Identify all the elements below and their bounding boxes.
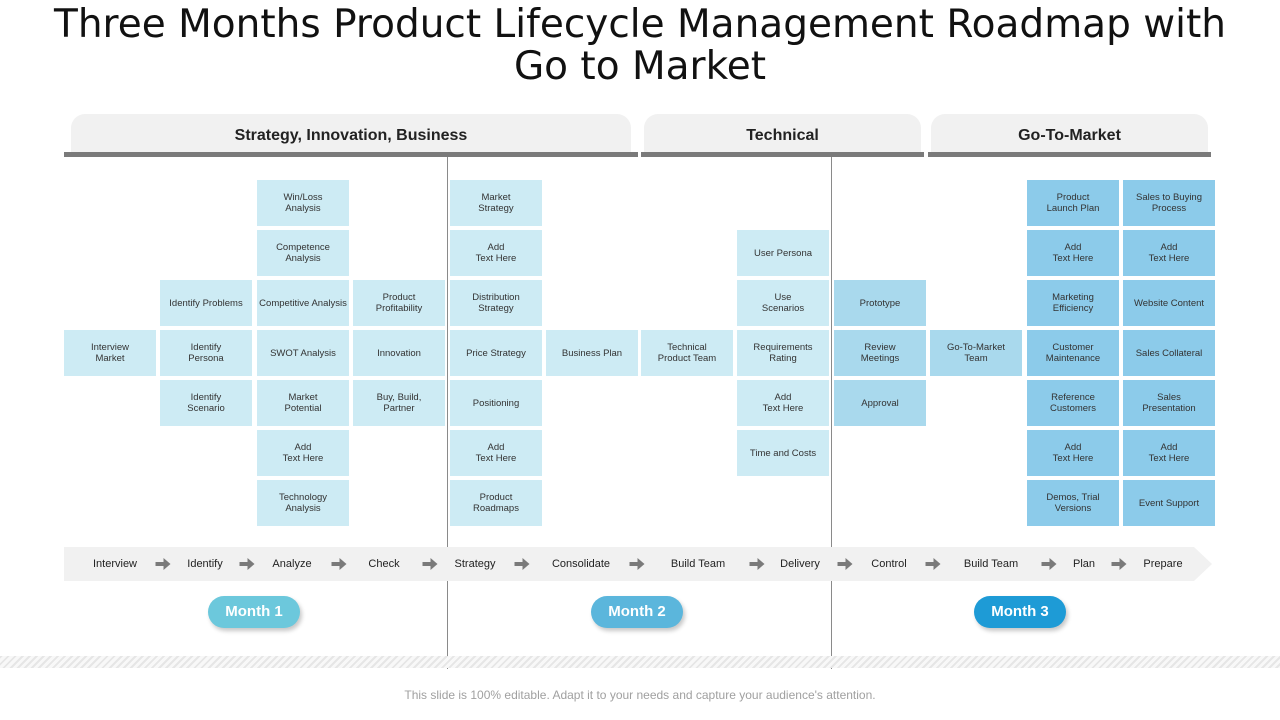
roadmap-cell: Time and Costs [737, 430, 829, 476]
roadmap-cell: Price Strategy [450, 330, 542, 376]
roadmap-cell: Customer Maintenance [1027, 330, 1119, 376]
phase-label: Prepare [1143, 558, 1183, 570]
roadmap-cell: Identify Persona [160, 330, 252, 376]
roadmap-cell: Market Potential [257, 380, 349, 426]
roadmap-cell: Technology Analysis [257, 480, 349, 526]
roadmap-cell: Interview Market [64, 330, 156, 376]
roadmap-cell: SWOT Analysis [257, 330, 349, 376]
right-arrow-icon [155, 558, 171, 570]
right-arrow-icon [1111, 558, 1127, 570]
roadmap-cell: Product Profitability [353, 280, 445, 326]
phase-label: Build Team [670, 558, 726, 570]
roadmap-cell: Add Text Here [737, 380, 829, 426]
footer-note: This slide is 100% editable. Adapt it to… [404, 688, 876, 702]
right-arrow-icon [514, 558, 530, 570]
right-arrow-icon [925, 558, 941, 570]
roadmap-cell: Product Roadmaps [450, 480, 542, 526]
right-arrow-icon [1041, 558, 1057, 570]
roadmap-cell: Technical Product Team [641, 330, 733, 376]
month-divider-line [831, 157, 832, 669]
section-header-strategy: Strategy, Innovation, Business [71, 114, 631, 154]
roadmap-cell: Sales Collateral [1123, 330, 1215, 376]
roadmap-cell: Website Content [1123, 280, 1215, 326]
section-underline [641, 152, 924, 157]
roadmap-cell: Win/Loss Analysis [257, 180, 349, 226]
roadmap-cell: Innovation [353, 330, 445, 376]
right-arrow-icon [749, 558, 765, 570]
roadmap-cell: Review Meetings [834, 330, 926, 376]
roadmap-cell: Add Text Here [1123, 430, 1215, 476]
roadmap-cell: Reference Customers [1027, 380, 1119, 426]
phase-label: Check [368, 558, 400, 570]
roadmap-cell: Use Scenarios [737, 280, 829, 326]
roadmap-cell: User Persona [737, 230, 829, 276]
phase-label: Strategy [454, 558, 496, 570]
roadmap-cell: Business Plan [546, 330, 638, 376]
roadmap-cell: Identify Problems [160, 280, 252, 326]
roadmap-cell: Approval [834, 380, 926, 426]
section-underline [64, 152, 638, 157]
roadmap-cell: Sales Presentation [1123, 380, 1215, 426]
roadmap-cell: Demos, Trial Versions [1027, 480, 1119, 526]
phase-label: Consolidate [551, 558, 611, 570]
month-3-badge: Month 3 [974, 596, 1066, 628]
footer-hatch-band [0, 656, 1280, 668]
section-underline [928, 152, 1211, 157]
phase-label: Identify [187, 558, 223, 570]
phase-label: Analyze [272, 558, 312, 570]
roadmap-cell: Add Text Here [1123, 230, 1215, 276]
roadmap-cell: Sales to Buying Process [1123, 180, 1215, 226]
roadmap-cell: Add Text Here [450, 230, 542, 276]
roadmap-cell: Add Text Here [1027, 430, 1119, 476]
phase-label: Interview [92, 558, 138, 570]
roadmap-cell: Buy, Build, Partner [353, 380, 445, 426]
roadmap-cell: Event Support [1123, 480, 1215, 526]
roadmap-cell: Positioning [450, 380, 542, 426]
roadmap-cell: Product Launch Plan [1027, 180, 1119, 226]
month-divider-line [447, 157, 448, 669]
phase-label: Delivery [780, 558, 820, 570]
roadmap-cell: Market Strategy [450, 180, 542, 226]
right-arrow-icon [422, 558, 438, 570]
roadmap-cell: Go-To-Market Team [930, 330, 1022, 376]
phase-label: Plan [1072, 558, 1096, 570]
section-header-technical: Technical [644, 114, 921, 154]
roadmap-cell: Add Text Here [257, 430, 349, 476]
right-arrow-icon [239, 558, 255, 570]
month-2-badge: Month 2 [591, 596, 683, 628]
right-arrow-icon [331, 558, 347, 570]
roadmap-cell: Distribution Strategy [450, 280, 542, 326]
month-1-badge: Month 1 [208, 596, 300, 628]
roadmap-cell: Add Text Here [1027, 230, 1119, 276]
phase-label: Control [871, 558, 907, 570]
roadmap-cell: Identify Scenario [160, 380, 252, 426]
right-arrow-icon [629, 558, 645, 570]
roadmap-cell: Requirements Rating [737, 330, 829, 376]
phase-label: Build Team [963, 558, 1019, 570]
right-arrow-icon [837, 558, 853, 570]
roadmap-cell: Add Text Here [450, 430, 542, 476]
section-header-go-to-market: Go-To-Market [931, 114, 1208, 154]
roadmap-cell: Competence Analysis [257, 230, 349, 276]
slide-title: Three Months Product Lifecycle Managemen… [54, 2, 1226, 89]
roadmap-cell: Marketing Efficiency [1027, 280, 1119, 326]
roadmap-cell: Competitive Analysis [257, 280, 349, 326]
roadmap-cell: Prototype [834, 280, 926, 326]
